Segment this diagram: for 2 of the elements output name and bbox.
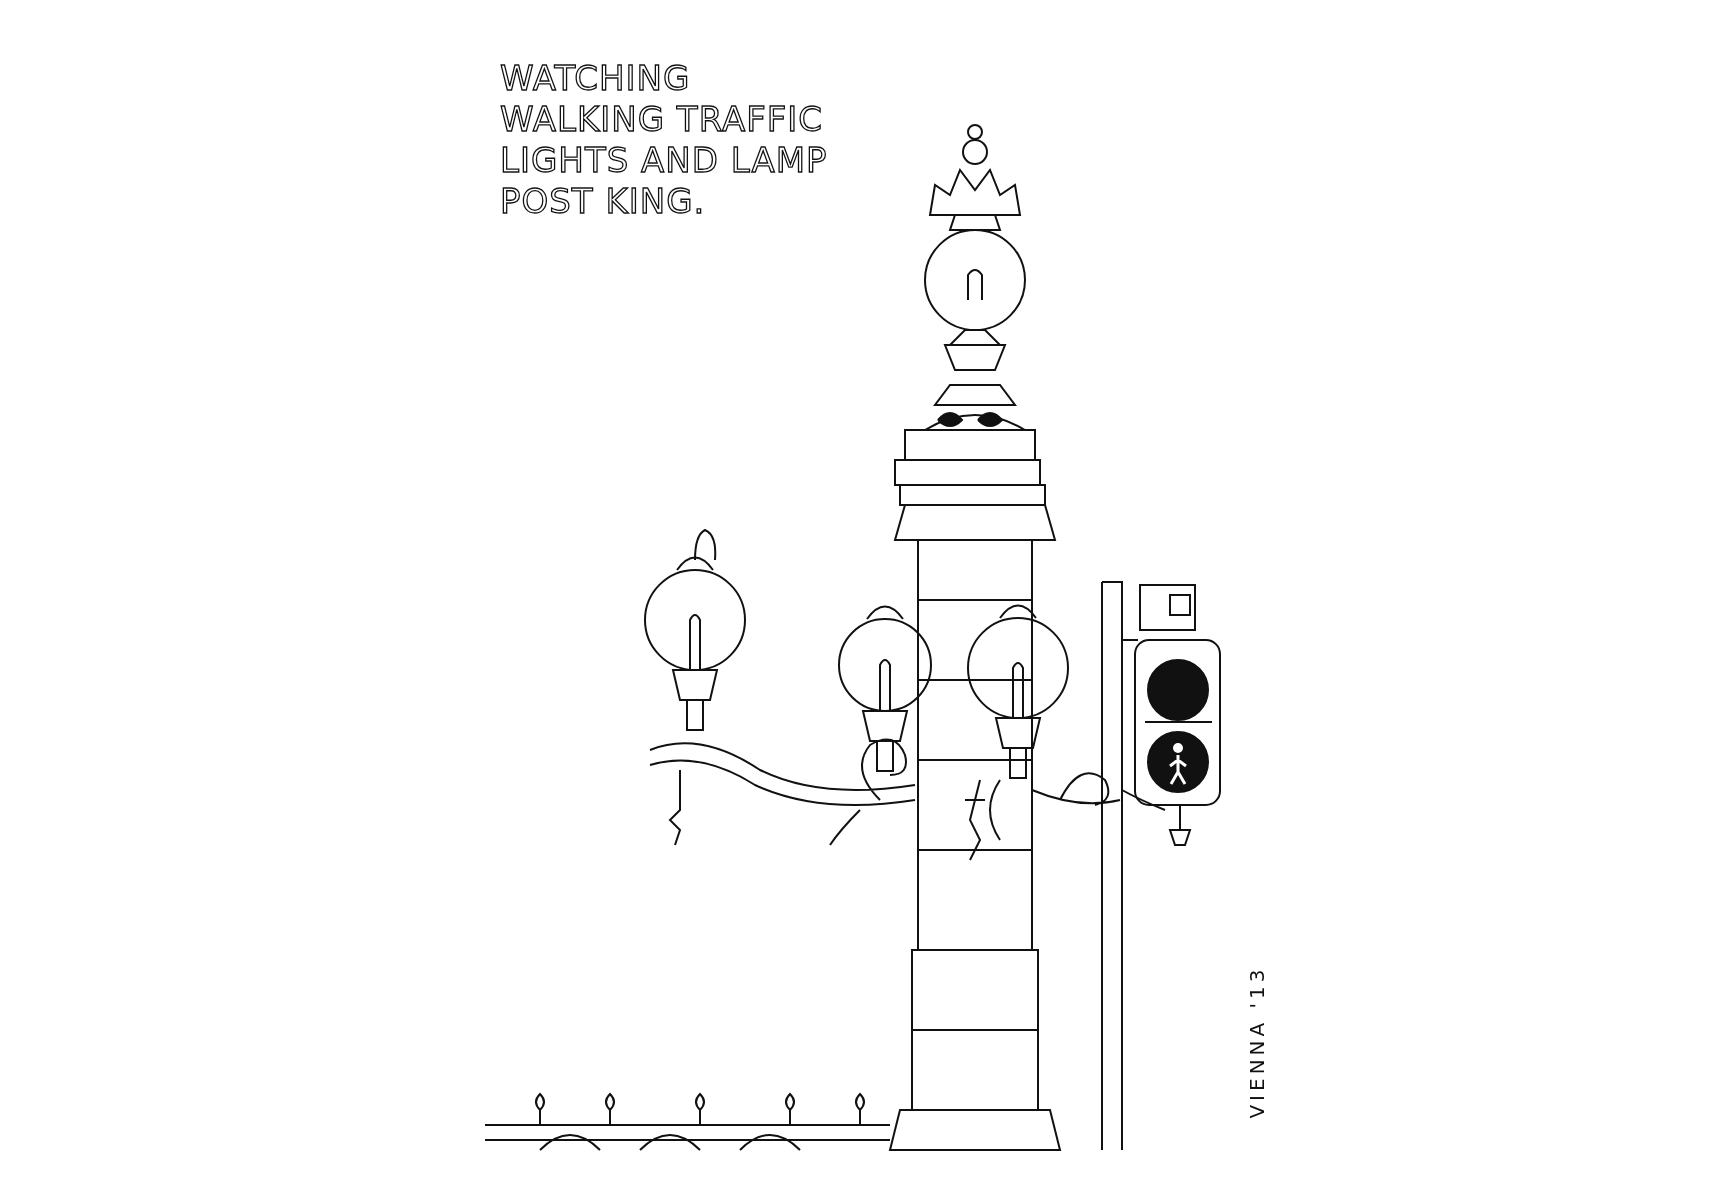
handwritten-note: WATCHING WALKING TRAFFIC LIGHTS AND LAMP POST KING.	[500, 58, 829, 222]
place-date-note: VIENNA '13	[1244, 965, 1269, 1119]
